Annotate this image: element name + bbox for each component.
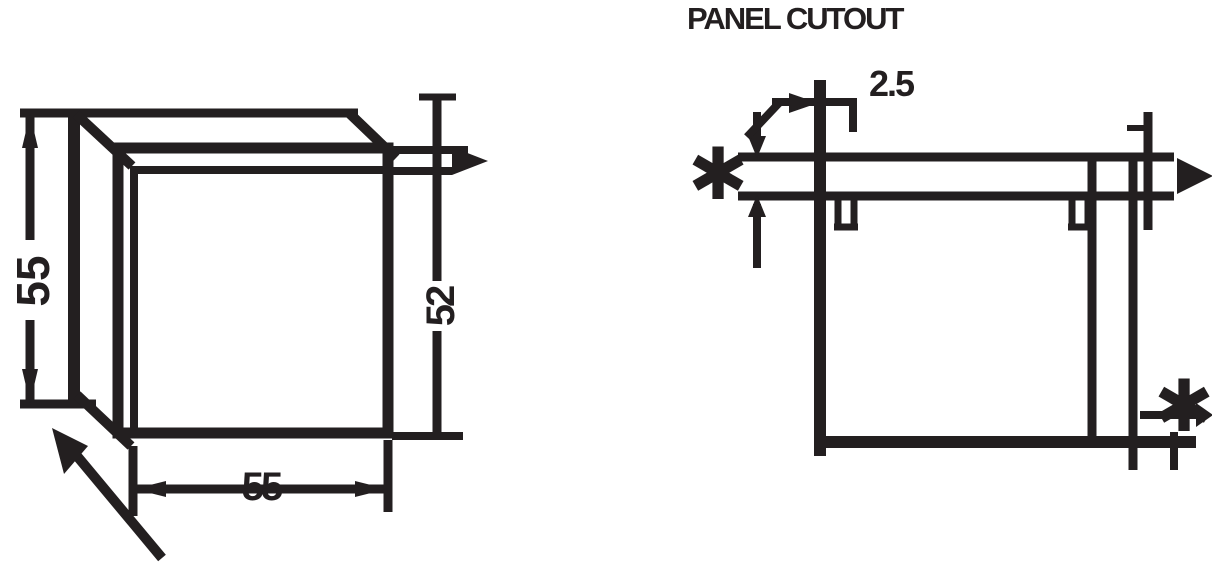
depth-arrow-shaft xyxy=(68,446,166,562)
width-dim-arrow-right xyxy=(355,481,387,497)
notch-offset-leader xyxy=(744,100,782,140)
notch-offset-dimension-label: 2.5 xyxy=(869,63,915,104)
depth-arrowhead xyxy=(52,428,88,474)
left-slot-footnote-label: ✱ xyxy=(688,135,748,215)
width-dim-arrow-left xyxy=(134,481,166,497)
height-dim-arrow-down xyxy=(22,369,38,403)
front-view: 52 55 55 xyxy=(7,93,488,562)
top-right-arrowhead xyxy=(452,147,488,175)
bezel-outline xyxy=(112,142,394,439)
width-dimension-label: 55 xyxy=(242,465,283,509)
right-slot-arrowhead xyxy=(1196,403,1212,427)
height-dim-arrow-up xyxy=(22,114,38,148)
tab-notch-left xyxy=(834,196,858,231)
perspective-edge-top-left xyxy=(72,110,136,170)
left-slot-arrow-up xyxy=(748,195,766,217)
cutout-view: PANEL CUTOUT ✱ xyxy=(687,1,1212,470)
top-slot-arrowhead xyxy=(1177,158,1212,194)
tab-notch-right xyxy=(1068,196,1092,231)
right-slot-footnote-label: ✱ xyxy=(1154,367,1212,447)
side-height-dimension-label: 52 xyxy=(419,286,463,326)
cutout-title: PANEL CUTOUT xyxy=(687,1,904,36)
height-dimension-label: 55 xyxy=(7,255,59,306)
left-slot-arrow-down xyxy=(748,136,766,158)
notch-offset-arrowhead xyxy=(789,93,818,113)
